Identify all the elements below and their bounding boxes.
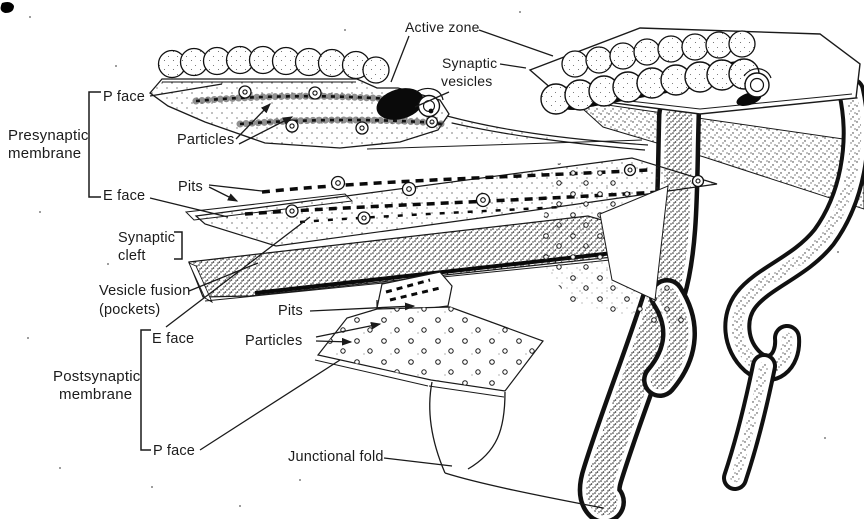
leader-junctional-fold — [383, 457, 453, 467]
label-postsynaptic-membrane-line2: membrane — [59, 386, 132, 403]
leader-pits-top-1 — [208, 186, 239, 202]
label-presynaptic-membrane-line2: membrane — [8, 145, 81, 162]
leader-active-zone-right — [478, 29, 554, 57]
scan-ink-blot — [0, 2, 15, 13]
pocket-curl-line — [415, 87, 444, 101]
junctional-fold-gap-outlines — [429, 381, 604, 509]
leader-active-zone-left — [390, 35, 410, 83]
pit-mounds — [285, 163, 705, 225]
label-vesicle-fusion-line1: Vesicle fusion — [99, 283, 190, 299]
leader-particles-bottom-1 — [315, 321, 382, 338]
label-synaptic-cleft-line2: cleft — [118, 248, 146, 264]
leader-p-face-bottom — [199, 359, 341, 451]
junctional-fold-column-core — [586, 101, 693, 516]
leader-particles-bottom-2 — [315, 337, 353, 346]
membrane-sweep-line-2 — [451, 122, 646, 151]
leader-p-face-top — [149, 83, 223, 97]
label-synaptic-vesicles-line1: Synaptic — [442, 55, 497, 71]
synaptic-vesicle-row-back — [561, 30, 756, 78]
fold-gap-white — [599, 185, 669, 301]
label-active-zone: Active zone — [405, 19, 480, 35]
labels: Active zone Synaptic vesicles P face Par… — [8, 19, 497, 465]
label-p-face-bottom: P face — [153, 443, 195, 459]
label-e-face-bottom: E face — [152, 331, 194, 347]
brackets — [88, 91, 183, 451]
leader-lines — [149, 29, 554, 467]
label-particles-top: Particles — [177, 132, 234, 148]
postsynaptic-cell-mass — [571, 77, 864, 519]
label-e-face-top: E face — [103, 188, 145, 204]
label-p-face-top: P face — [103, 89, 145, 105]
membrane-sweep-stipple — [372, 118, 560, 143]
label-synaptic-cleft-line1: Synaptic — [118, 230, 175, 246]
bracket-postsynaptic-membrane — [140, 329, 151, 451]
label-vesicle-fusion-line2: (pockets) — [99, 302, 160, 318]
leader-vesicle-fusion — [188, 262, 259, 292]
presynaptic-p-face-assembly — [149, 45, 649, 151]
membrane-wrap-tail-core — [730, 361, 769, 483]
leader-pits-top-2 — [208, 184, 263, 192]
leader-particles-top-1 — [235, 103, 271, 140]
leader-particles-top-2 — [238, 116, 294, 145]
presynaptic-terminal-top — [528, 27, 861, 115]
label-presynaptic-membrane-line1: Presynaptic — [8, 127, 89, 144]
membrane-sweep-line-1 — [446, 115, 649, 146]
leader-synaptic-vesicles-left — [414, 91, 450, 108]
postsynaptic-membrane-band — [536, 163, 690, 332]
vesicle-in-pocket-right — [744, 72, 770, 98]
vesicle-in-pocket-left — [417, 94, 441, 118]
membrane-curl-line — [743, 68, 772, 79]
leader-pits-bottom — [309, 302, 416, 312]
postsynaptic-e-face-plate — [376, 271, 453, 318]
bracket-synaptic-cleft — [174, 231, 183, 260]
e-face-pit-dashes — [385, 278, 441, 302]
label-pits-bottom: Pits — [278, 303, 303, 319]
bracket-presynaptic-membrane — [88, 91, 101, 198]
synaptic-vesicle-row-left — [157, 45, 390, 84]
label-pits-top: Pits — [178, 179, 203, 195]
label-postsynaptic-membrane-line1: Postsynaptic — [53, 368, 141, 385]
active-zone-section-blob — [376, 88, 424, 120]
label-synaptic-vesicles-line2: vesicles — [441, 73, 492, 89]
leader-e-face-top — [149, 197, 229, 218]
label-particles-bottom: Particles — [245, 333, 302, 349]
synaptic-vesicle-row-front — [540, 58, 760, 115]
membrane-surface-band — [571, 99, 864, 210]
leader-synaptic-vesicles-right — [499, 63, 527, 69]
label-junctional-fold: Junctional fold — [288, 449, 384, 465]
leader-e-face-bottom — [165, 216, 311, 328]
membrane-back-edge-line — [366, 139, 643, 150]
